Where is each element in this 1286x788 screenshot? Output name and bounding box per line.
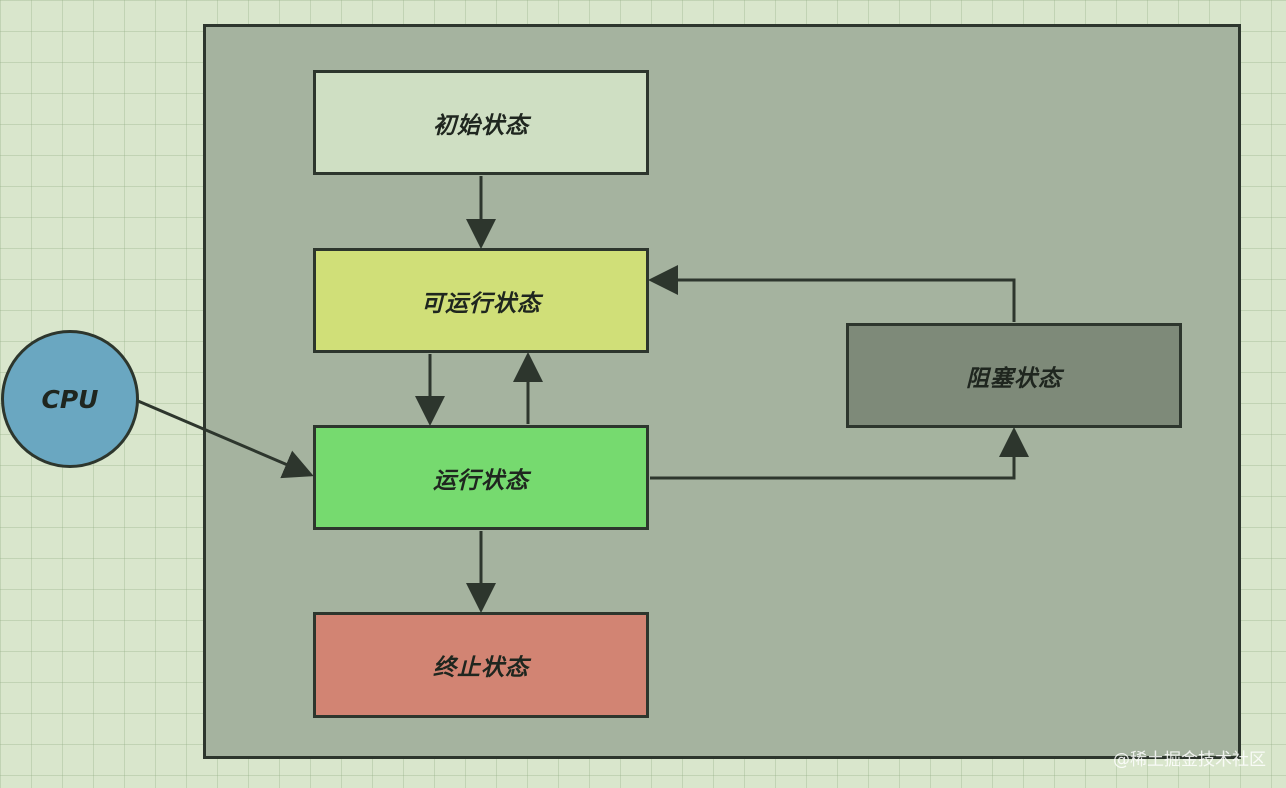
running-state-label: 运行状态 xyxy=(433,467,529,494)
runnable-state-box[interactable]: 可运行状态 xyxy=(313,248,649,353)
running-state-box[interactable]: 运行状态 xyxy=(313,425,649,530)
watermark-text: @稀土掘金技术社区 xyxy=(1113,750,1266,770)
blocked-state-box[interactable]: 阻塞状态 xyxy=(846,323,1182,428)
initial-state-box[interactable]: 初始状态 xyxy=(313,70,649,175)
cpu-label: CPU xyxy=(41,384,99,414)
runnable-state-label: 可运行状态 xyxy=(421,290,541,317)
blocked-state-label: 阻塞状态 xyxy=(966,365,1062,392)
initial-state-label: 初始状态 xyxy=(433,112,529,139)
terminated-state-box[interactable]: 终止状态 xyxy=(313,612,649,718)
cpu-node[interactable]: CPU xyxy=(1,330,139,468)
terminated-state-label: 终止状态 xyxy=(433,655,529,681)
